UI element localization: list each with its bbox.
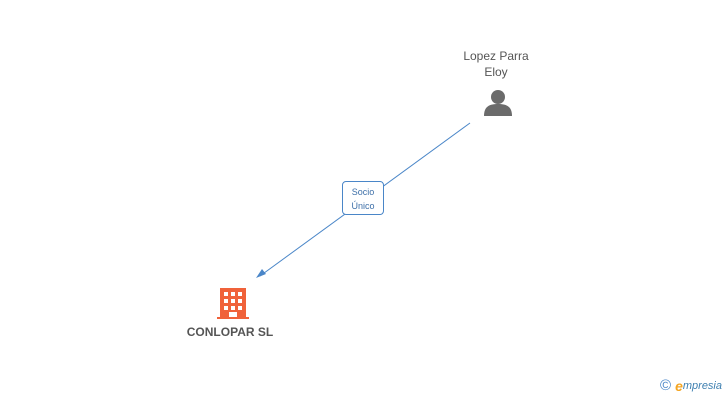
company-name[interactable]: CONLOPAR SL [186, 325, 274, 339]
brand-watermark: © e mpresia [660, 377, 722, 394]
relationship-label-line1: Socio [351, 187, 375, 197]
person-icon[interactable] [484, 90, 512, 116]
person-name-line1: Lopez Parra [463, 49, 529, 63]
relationship-label: Socio Único [342, 181, 384, 215]
person-name-line2: Eloy [484, 65, 508, 79]
person-name[interactable]: Lopez Parra Eloy [436, 48, 556, 80]
brand-logo-initial: e [675, 377, 683, 394]
copyright-icon: © [660, 377, 672, 394]
brand-logo-text: mpresia [682, 379, 722, 392]
arrowhead-icon [256, 269, 266, 278]
building-icon[interactable] [217, 288, 249, 319]
relationship-label-line2: Único [351, 201, 375, 211]
